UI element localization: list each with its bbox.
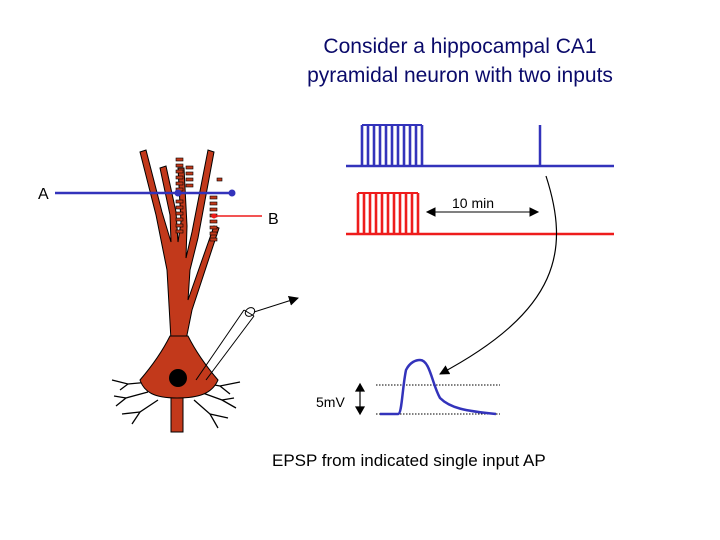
input-b-stimulus-trace xyxy=(346,192,614,236)
curved-arrow xyxy=(439,175,558,375)
interval-arrow xyxy=(425,207,540,217)
apical-dendrites xyxy=(139,149,220,341)
input-a-stimulus-trace xyxy=(346,124,614,168)
recording-electrode xyxy=(195,295,299,381)
input-b-label: B xyxy=(268,211,279,228)
pyramidal-neuron xyxy=(111,149,299,433)
epsp-trace xyxy=(380,358,497,416)
epsp-reference-lines xyxy=(376,384,500,415)
scale-label: 5mV xyxy=(316,394,345,410)
input-a-line xyxy=(55,189,236,197)
scale-bar xyxy=(354,382,366,416)
caption: EPSP from indicated single input AP xyxy=(272,451,546,470)
slide-title: Consider a hippocampal CA1 pyramidal neu… xyxy=(260,32,660,90)
soma xyxy=(139,335,219,399)
nucleus xyxy=(169,369,187,387)
input-b-line xyxy=(211,213,262,219)
basal-dendrites xyxy=(111,379,241,429)
title-line-2: pyramidal neuron with two inputs xyxy=(307,64,613,87)
axon xyxy=(170,395,184,433)
interval-label: 10 min xyxy=(452,195,494,211)
title-line-1: Consider a hippocampal CA1 xyxy=(323,35,597,58)
input-a-label: A xyxy=(38,186,49,203)
